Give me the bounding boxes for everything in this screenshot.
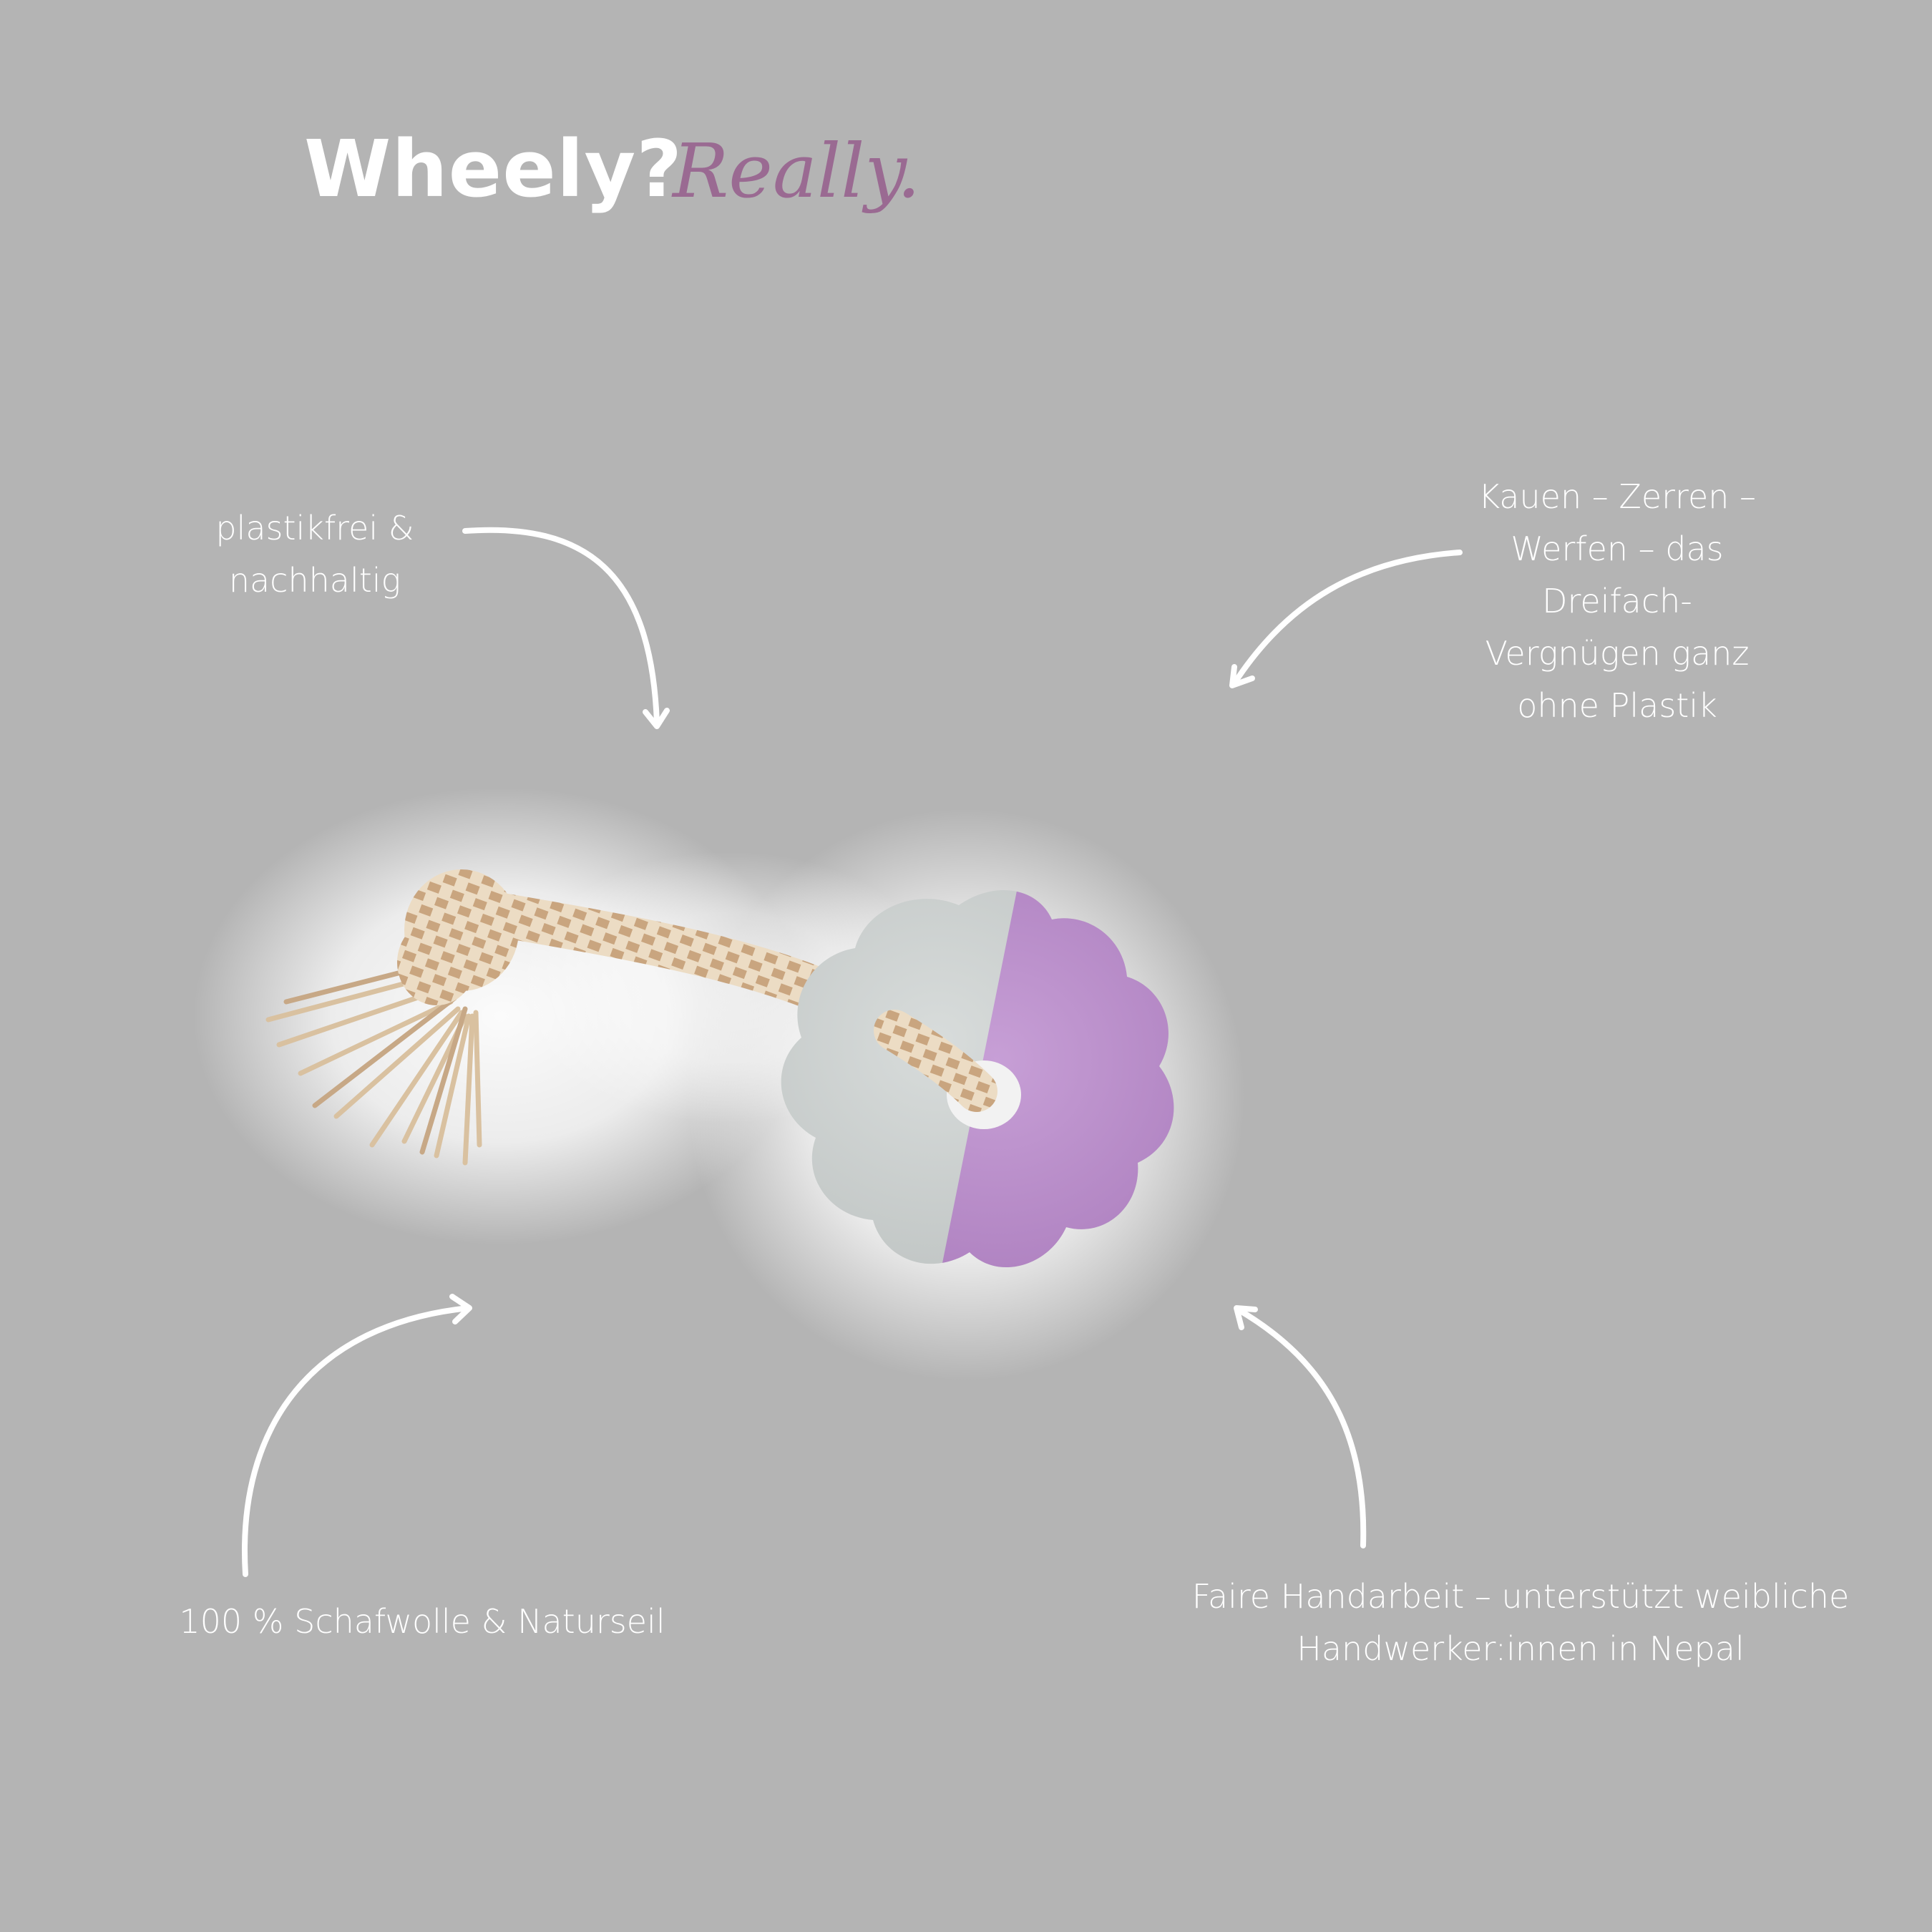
callout-line: nachhaltig (228, 561, 401, 600)
arrow-bottom-right-icon (1234, 1305, 1367, 1548)
callout-line: 100 % Schafwolle & Naturseil (179, 1602, 665, 1641)
callout-line: Handwerker:innen in Nepal (1297, 1629, 1745, 1668)
callout-line: Faire Handarbeit – unterstützt weibliche (1191, 1577, 1850, 1616)
callout-fair-trade: Faire Handarbeit – unterstützt weibliche… (1145, 1571, 1896, 1675)
callout-play-modes: Kauen – Zerren – Werfen – das Dreifach- … (1424, 471, 1810, 732)
headline-main: Wheely? (304, 123, 683, 215)
callout-materials: 100 % Schafwolle & Naturseil (143, 1596, 701, 1648)
arrow-top-right-icon (1229, 550, 1463, 688)
callout-line: Vergnügen ganz (1485, 634, 1750, 673)
callout-line: ohne Plastik (1517, 686, 1717, 725)
callout-line: Kauen – Zerren – (1478, 477, 1757, 516)
headline-accent: Really. (673, 127, 921, 215)
callout-line: Dreifach- (1542, 582, 1692, 620)
arrow-top-left-icon (462, 527, 670, 729)
rope-end (874, 1010, 997, 1112)
arrow-bottom-left-icon (242, 1294, 472, 1577)
callout-plastic-free: plastikfrei & nachhaltig (186, 502, 444, 607)
callout-line: plastikfrei & (215, 509, 414, 547)
callout-line: Werfen – das (1511, 530, 1724, 568)
